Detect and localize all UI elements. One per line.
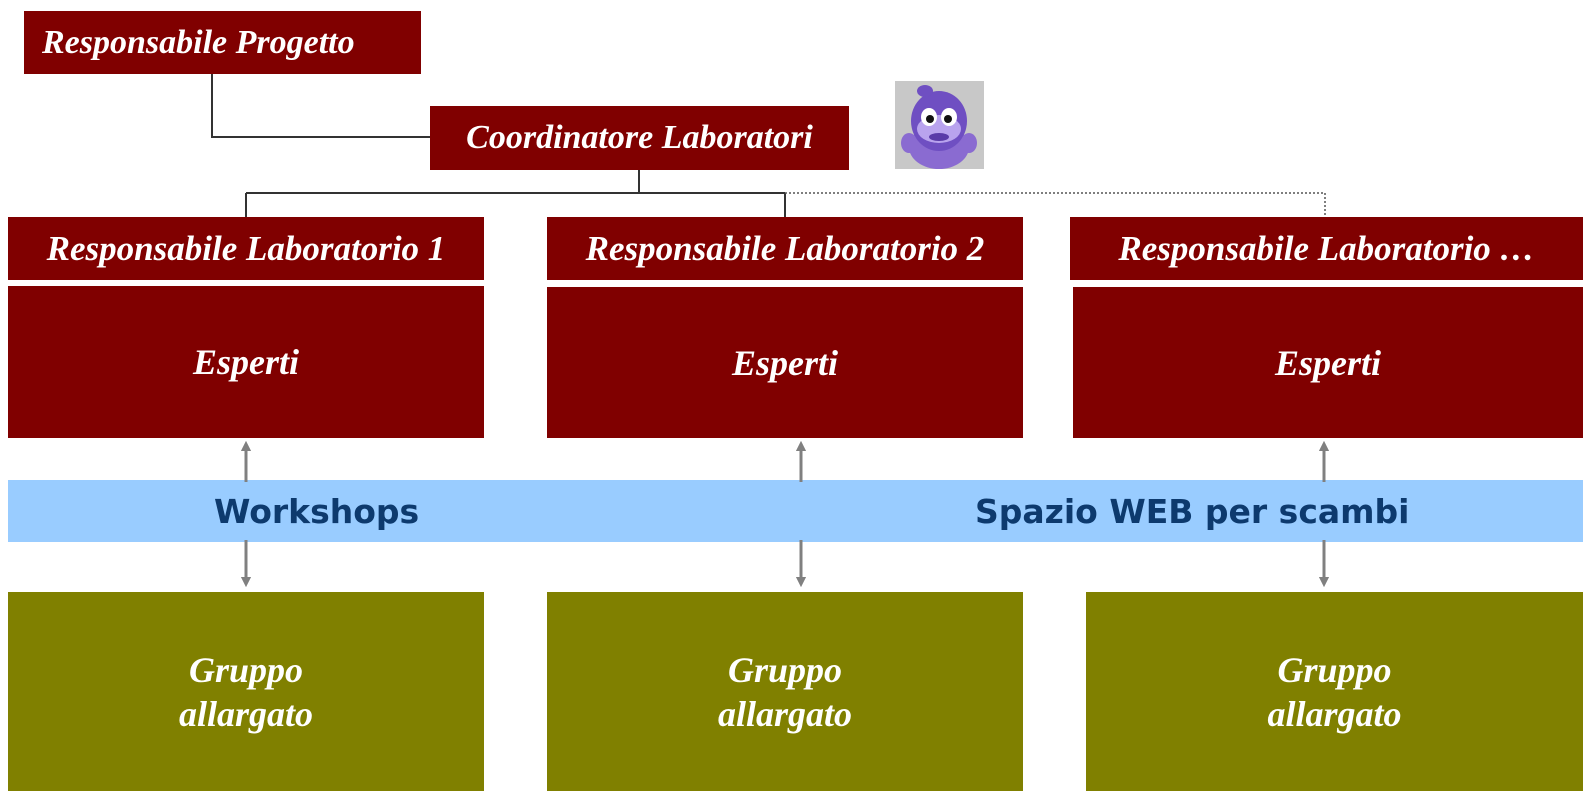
lab1-group-box: Gruppo allargato — [8, 592, 484, 791]
lab3-group-line1: Gruppo — [1277, 649, 1392, 690]
lab3-title-label: Responsabile Laboratorio … — [1118, 228, 1535, 268]
lab2-group-line1: Gruppo — [727, 649, 842, 690]
coordinator-label: Coordinatore Laboratori — [466, 119, 813, 156]
web-space-label: Spazio WEB per scambi — [975, 491, 1410, 531]
workshops-label: Workshops — [214, 491, 420, 531]
lab2-experts-box: Esperti — [547, 287, 1023, 438]
mascot-icon — [895, 81, 984, 169]
lead-to-coordinator-line — [211, 74, 430, 138]
lab3-title-box: Responsabile Laboratorio … — [1070, 217, 1583, 280]
lab1-title-label: Responsabile Laboratorio 1 — [46, 228, 446, 268]
exchange-band — [8, 480, 1583, 542]
lab1-group-line1: Gruppo — [188, 649, 303, 690]
lab2-group-box: Gruppo allargato — [547, 592, 1023, 791]
lab2-group-line2: allargato — [717, 693, 852, 734]
lab1-title-box: Responsabile Laboratorio 1 — [8, 217, 484, 280]
branch-to-lab3-dotted-line — [785, 192, 1326, 215]
lab2-experts-label: Esperti — [731, 342, 838, 383]
coordinator-box: Coordinatore Laboratori — [430, 106, 849, 170]
lab1-experts-box: Esperti — [8, 286, 484, 438]
lab3-group-box: Gruppo allargato — [1086, 592, 1583, 791]
project-lead-box: Responsabile Progetto — [24, 11, 421, 74]
lab3-experts-label: Esperti — [1274, 342, 1381, 383]
lab1-group-line2: allargato — [178, 693, 313, 734]
lab3-experts-box: Esperti — [1073, 287, 1583, 438]
lab2-title-box: Responsabile Laboratorio 2 — [547, 217, 1023, 280]
lab1-experts-label: Esperti — [192, 342, 299, 382]
project-lead-label: Responsabile Progetto — [42, 23, 355, 61]
lab2-title-label: Responsabile Laboratorio 2 — [585, 228, 985, 268]
lab3-group-line2: allargato — [1267, 693, 1402, 734]
